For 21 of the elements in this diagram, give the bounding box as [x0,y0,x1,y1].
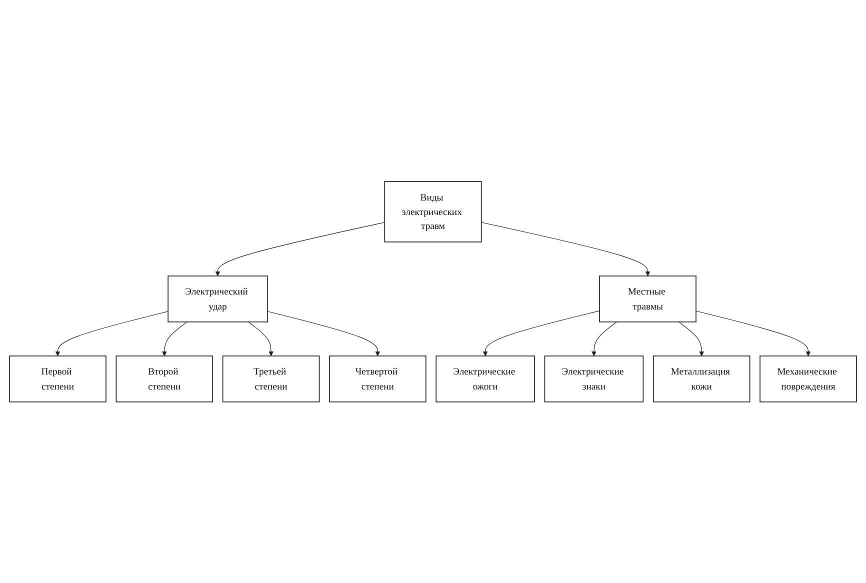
node-box: Четвертой степени [329,355,426,402]
node-box: Электрические знаки [544,355,644,402]
node-box: Второй степени [116,355,214,402]
arrow [482,310,600,356]
arrow [215,222,385,276]
arrow [696,310,811,356]
node-box: Местные травмы [599,275,696,322]
node-box: Виды электрических травм [384,180,482,242]
arrow [481,222,650,276]
arrow [248,321,274,356]
arrow [162,321,188,356]
arrow [267,310,380,356]
node-box: Третьей степени [222,355,320,402]
node-box: Электрические ожоги [436,355,535,402]
node-box: Электрический удар [168,275,268,322]
node-box: Механические повреждения [760,355,857,402]
node-box: Первой степени [9,355,106,402]
arrow [678,321,704,356]
node-box: Металлизация кожи [652,355,750,402]
arrow [55,310,168,356]
arrow [591,321,618,356]
